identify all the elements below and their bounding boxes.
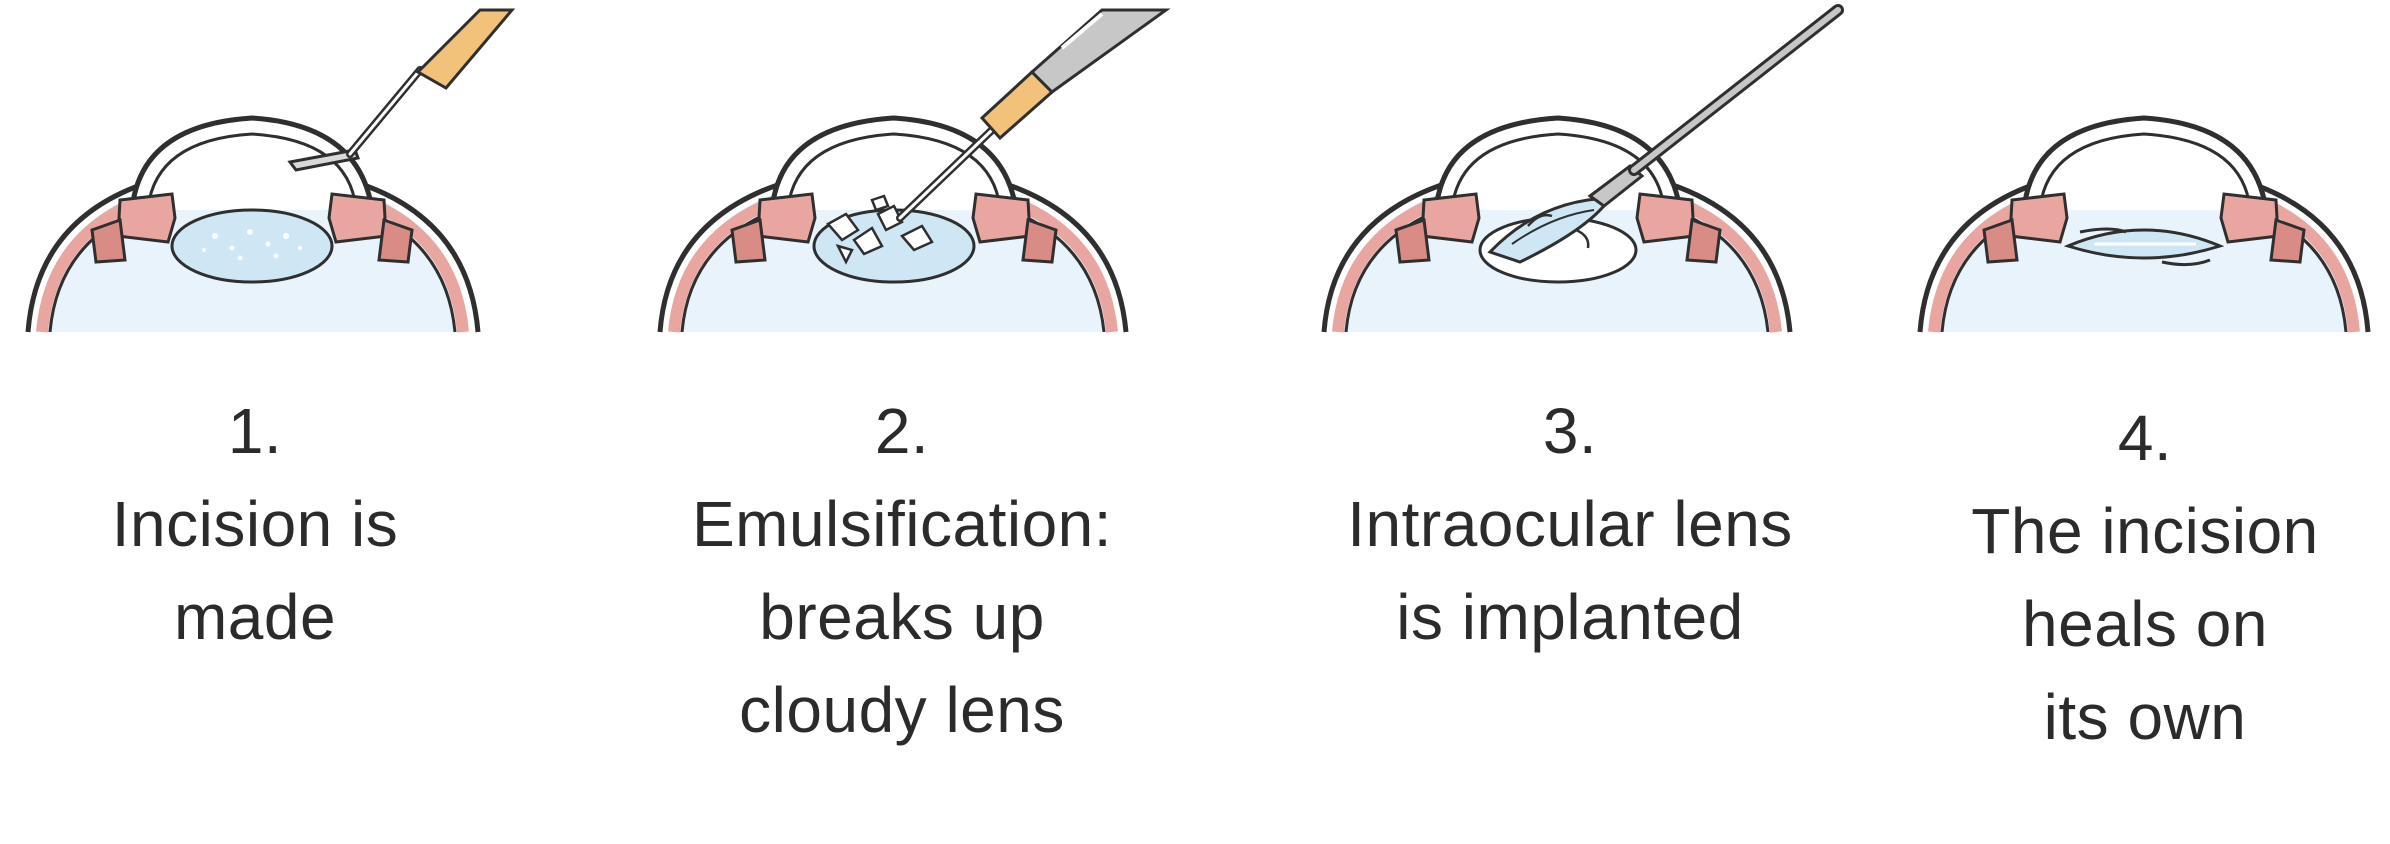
cornea	[2021, 115, 2269, 211]
cloudy-lens	[170, 208, 334, 284]
step-2-caption: 2. Emulsification: breaks up cloudy lens	[632, 385, 1172, 757]
cornea-inner	[1450, 132, 1666, 209]
eye-healed-illustration	[1917, 115, 2371, 333]
cornea	[769, 115, 1019, 211]
ciliary-body-right	[377, 217, 414, 264]
ciliary-body-left	[1982, 217, 2019, 264]
ciliary-body-left	[730, 217, 767, 264]
scalpel-icon	[287, 8, 516, 172]
lens-fragments	[826, 194, 934, 265]
step-3: 3. Intraocular lens is implanted	[1290, 0, 1850, 844]
step-description-line: The incision	[1971, 495, 2319, 567]
lens-opacity-dots	[202, 229, 302, 261]
implanted-intraocular-lens	[2063, 227, 2225, 267]
step-number: 2.	[874, 395, 930, 467]
iris-right	[1635, 192, 1696, 244]
step-description-line: is implanted	[1396, 581, 1744, 653]
cornea-inner	[786, 132, 1002, 209]
lens-injector-icon	[1587, 4, 1844, 208]
step-description-line: Emulsification:	[691, 488, 1113, 560]
step-number: 4.	[2117, 402, 2173, 474]
cornea	[129, 115, 375, 211]
step-1-caption: 1. Incision is made	[0, 385, 510, 664]
ciliary-body-right	[1685, 217, 1722, 264]
step-4: 4. The incision heals on its own	[1900, 0, 2390, 844]
step-description-line: breaks up	[759, 581, 1045, 653]
cornea-inner	[146, 132, 358, 209]
ciliary-body-right	[2269, 217, 2306, 264]
cornea-inner	[2038, 132, 2252, 209]
step-3-caption: 3. Intraocular lens is implanted	[1290, 385, 1850, 664]
step-description-line: Incision is	[111, 488, 399, 560]
iris-right	[971, 192, 1032, 244]
eye-lens-implant-illustration	[1321, 4, 1844, 333]
step-description-line: heals on	[2022, 588, 2268, 660]
step-description-line: its own	[2043, 681, 2247, 753]
step-description-line: Intraocular lens	[1347, 488, 1793, 560]
eye-emulsification-illustration	[657, 8, 1171, 333]
ciliary-body-left	[90, 217, 127, 264]
eye-incision-illustration	[25, 8, 516, 333]
ciliary-body-left	[1394, 217, 1431, 264]
phaco-probe-icon	[896, 8, 1171, 222]
iris-left	[2008, 192, 2069, 244]
iris-right	[327, 192, 388, 244]
iris-left	[1420, 192, 1481, 244]
iris-left	[116, 192, 177, 244]
step-number: 1.	[227, 395, 283, 467]
ciliary-body-right	[1021, 217, 1058, 264]
step-4-caption: 4. The incision heals on its own	[1900, 392, 2390, 764]
iris-right	[2219, 192, 2280, 244]
step-description-line: made	[173, 581, 337, 653]
step-2: 2. Emulsification: breaks up cloudy lens	[632, 0, 1172, 844]
step-1: 1. Incision is made	[0, 0, 516, 844]
step-description-line: cloudy lens	[739, 674, 1065, 746]
iris-left	[756, 192, 817, 244]
step-number: 3.	[1542, 395, 1598, 467]
